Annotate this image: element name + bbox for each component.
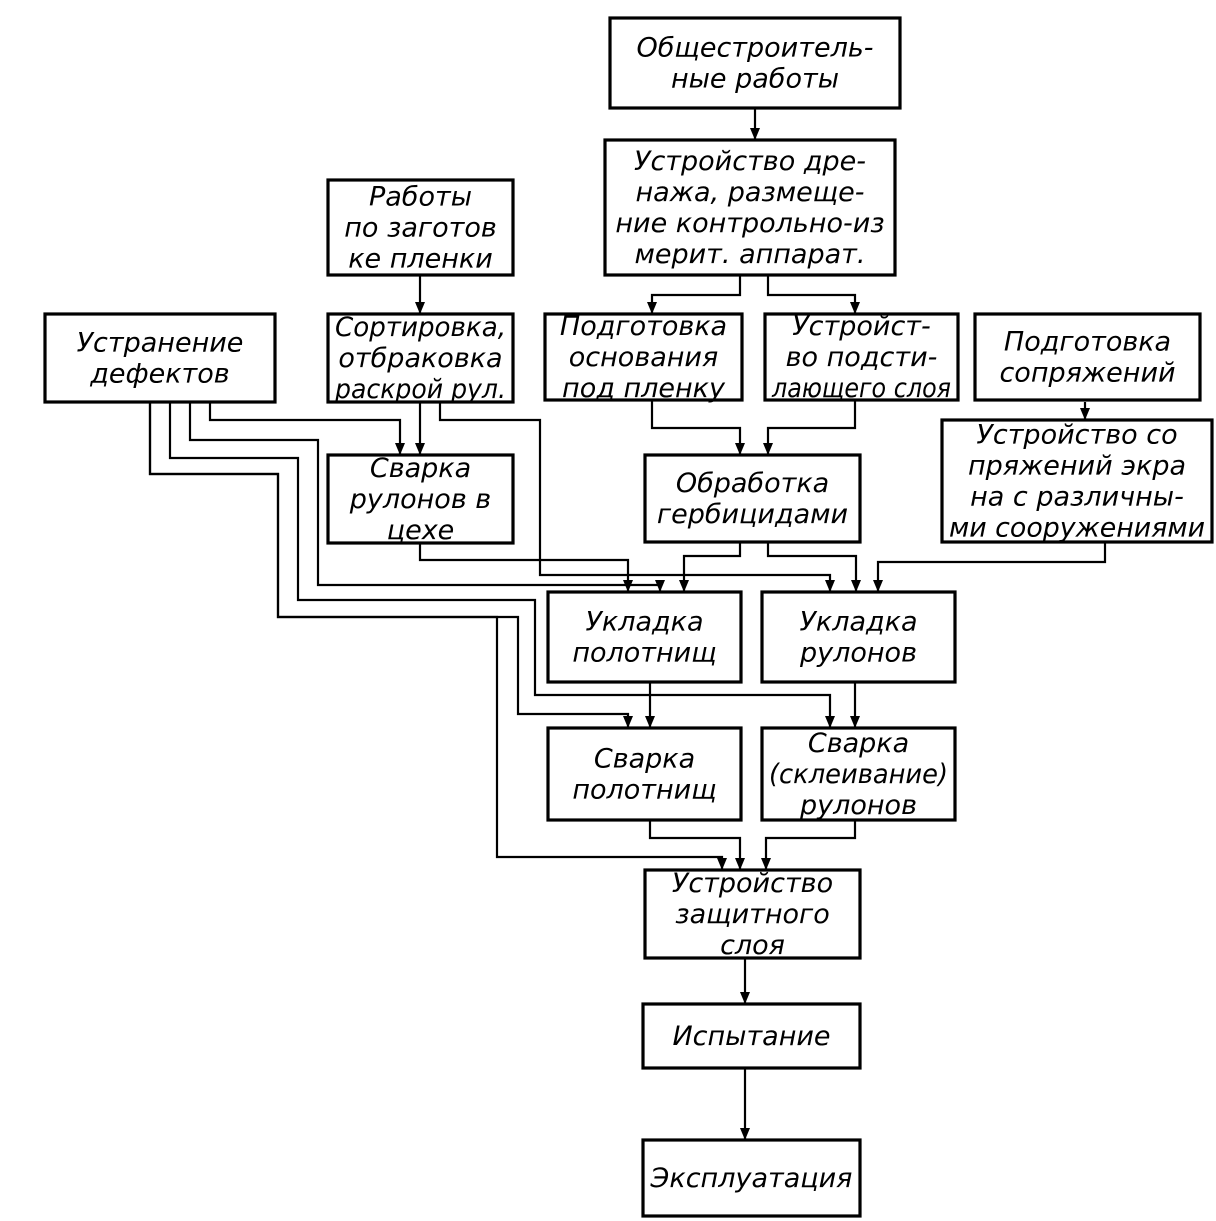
node-label-line: Работы (369, 182, 472, 213)
node-box (973, 312, 1202, 402)
edge-weld-panels-to-protective (648, 820, 745, 870)
node-box (760, 590, 957, 684)
node-label-line: защитного (675, 899, 830, 930)
node-box (543, 312, 744, 402)
node-label-line: Сварка (808, 728, 909, 759)
node-testing: Испытание (641, 1002, 862, 1070)
node-label-line: цехе (387, 515, 455, 546)
node-label-line: под пленку (562, 373, 726, 404)
edge-junction-device-to-lay-rolls (873, 542, 1107, 592)
node-label-line: ние контрольно-из (615, 208, 884, 239)
node-box (608, 16, 902, 110)
node-label-line: мерит. аппарат. (635, 239, 866, 270)
edge-base-prep-to-herbicides (650, 400, 745, 455)
edge-underlay-to-herbicides (763, 400, 857, 455)
node-box (643, 868, 862, 960)
node-label-line: Укладка (799, 607, 917, 638)
node-label-line: Сварка (594, 744, 695, 775)
edge-defects-to-lay-panels (188, 402, 665, 592)
node-label-line: во подсти- (786, 342, 938, 373)
node-label-line: ные работы (671, 64, 839, 95)
node-label-line: Сортировка, (335, 312, 506, 343)
node-label-line: Испытание (672, 1021, 830, 1052)
node-label-line: рулонов в (349, 484, 491, 515)
node-box (643, 453, 862, 544)
node-label-line: полотнищ (572, 638, 716, 669)
node-label-line: лающего слоя (771, 373, 951, 404)
edge-herbicides-to-lay-panels (679, 542, 742, 592)
node-label-line: рулонов (799, 790, 917, 821)
node-label-line: Обработка (676, 468, 829, 499)
edge-sorting-to-lay-rolls (438, 402, 835, 592)
node-box (546, 726, 743, 822)
node-label-line: на с различны- (970, 482, 1184, 513)
node-box (641, 1002, 862, 1070)
node-box (760, 726, 957, 822)
node-label-line: Подготовка (560, 311, 727, 342)
edge-defects-to-shop-welding (208, 402, 405, 455)
node-label-line: Устройство (672, 868, 833, 899)
node-label-line: Сварка (370, 453, 471, 484)
node-box (326, 453, 515, 545)
node-label-line: сопряжений (999, 358, 1175, 389)
node-box (43, 312, 277, 404)
node-box (546, 590, 743, 684)
node-label-line: Устройство со (976, 420, 1177, 451)
node-label-line: Эксплуатация (650, 1163, 853, 1194)
node-drainage: Устройство дре-нажа, размеще-ние контрол… (603, 138, 897, 277)
node-box (603, 138, 897, 277)
node-label-line: раскрой рул. (334, 374, 506, 405)
node-label-line: рулонов (799, 638, 917, 669)
node-label-line: полотнищ (572, 775, 716, 806)
node-general-construction: Общестроитель-ные работы (608, 16, 902, 110)
node-label-line: дефектов (89, 359, 229, 390)
node-label-line: по заготов (344, 213, 497, 244)
edge-drainage-to-underlay (766, 275, 860, 314)
node-box (326, 312, 515, 404)
node-box (326, 178, 515, 277)
node-label-line: отбраковка (338, 343, 502, 374)
node-box (940, 418, 1214, 544)
edge-shop-welding-to-lay-panels (418, 542, 633, 592)
node-label-line: основания (569, 342, 718, 373)
node-label-line: гербицидами (657, 499, 848, 530)
node-underlay: Устройст-во подсти-лающего слоя (763, 311, 960, 404)
node-label-line: пряжений экра (968, 451, 1186, 482)
edge-drainage-to-base-prep (647, 275, 742, 314)
edge-defects-to-lay-rolls (168, 402, 835, 728)
node-label-line: Устройст- (792, 311, 931, 342)
node-label-line: нажа, размеще- (635, 177, 864, 208)
node-label-line: ке пленки (348, 244, 493, 275)
node-label-line: Устранение (77, 328, 244, 359)
node-label-line: Укладка (585, 607, 703, 638)
node-operation: Эксплуатация (641, 1138, 862, 1218)
node-label-line: ми сооружениями (949, 513, 1205, 544)
node-box (763, 312, 960, 402)
node-label-line: (склеивание) (769, 759, 948, 790)
edge-defects-to-protective (148, 402, 727, 870)
node-label-line: Устройство дре- (634, 146, 866, 177)
node-label-line: слоя (720, 930, 785, 961)
edge-herbicides-to-lay-rolls (766, 542, 861, 592)
node-box (641, 1138, 862, 1218)
node-weld-rolls: Сварка(склеивание)рулонов (760, 726, 957, 822)
node-label-line: Общестроитель- (637, 33, 874, 64)
edge-weld-rolls-to-protective (761, 820, 857, 870)
node-label-line: Подготовка (1004, 327, 1171, 358)
connectors (148, 107, 1107, 1140)
